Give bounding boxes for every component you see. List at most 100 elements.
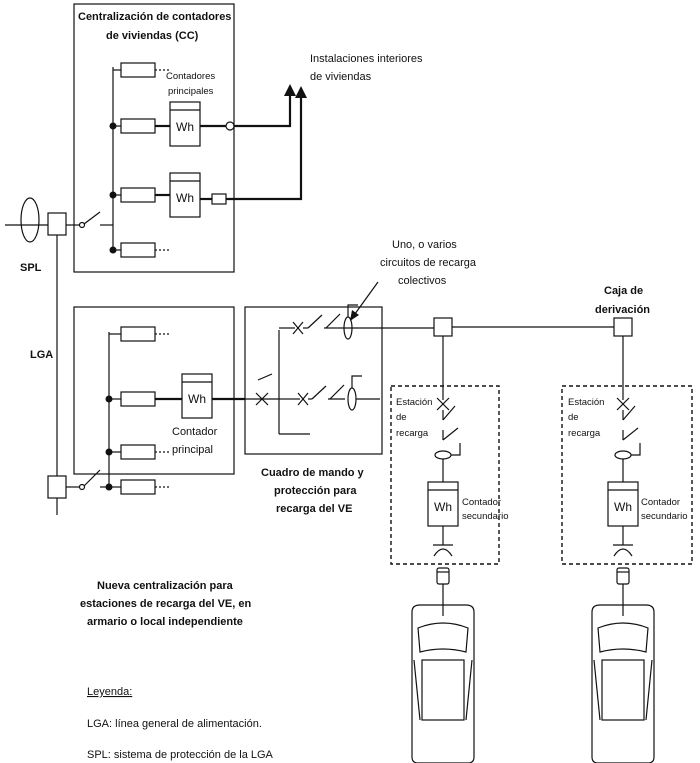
ve-centralization-enclosure — [73, 306, 235, 475]
panel-c1-switch — [307, 314, 323, 329]
panel-c1-rcd — [325, 313, 341, 329]
station2-ct — [614, 450, 632, 460]
station1-ct — [434, 450, 452, 460]
uno-label-line2: circuitos de recarga — [380, 257, 477, 269]
station2-sec-line1: Contador — [641, 497, 680, 508]
panel-c2-rcd — [329, 384, 345, 400]
cc-switch-blade — [83, 211, 101, 225]
cc-meter-1-wh: Wh — [176, 120, 194, 134]
instalaciones-label-line2: de viviendas — [310, 71, 372, 83]
cc-title-line2: de viviendas (CC) — [106, 30, 199, 42]
panel-c2-main-switch — [257, 373, 273, 381]
panel-c2-trip — [351, 375, 362, 388]
station1-sec-line2: secundario — [462, 511, 508, 522]
station2-rcd — [622, 427, 639, 441]
ve-cutout-box — [47, 475, 67, 499]
station1-label-line1: Estación — [396, 397, 432, 408]
ve-main-meter — [181, 373, 213, 419]
station2-sec-line2: secundario — [641, 511, 687, 522]
station1-plug — [436, 567, 450, 585]
cuadro-caption-line3: recarga del VE — [276, 503, 352, 515]
station2-label-line1: Estación — [568, 397, 604, 408]
cc-enclosure — [73, 3, 235, 273]
station2-plug — [616, 567, 630, 585]
ve-fuse-1 — [120, 326, 156, 342]
spl-label: SPL — [20, 262, 42, 274]
nueva-caption-line1: Nueva centralización para — [97, 580, 234, 592]
nueva-caption-line3: armario o local independiente — [87, 616, 243, 628]
panel-c2-switch — [311, 385, 327, 400]
panel-c2-ct — [347, 387, 357, 411]
contadores-label-line2: principales — [168, 86, 214, 97]
cuadro-caption-line2: protección para — [274, 485, 357, 497]
cc-meter-1 — [169, 101, 201, 147]
cc-fuse-4 — [120, 242, 156, 258]
station2-meter — [607, 481, 639, 527]
station1-meter-wh: Wh — [434, 500, 452, 514]
caja-label-line2: derivación — [595, 304, 650, 316]
station2-socket — [613, 548, 633, 557]
legend-item-spl: SPL: sistema de protección de la LGA — [87, 749, 274, 761]
cc-cutout-box — [47, 212, 67, 236]
contador-principal-line1: Contador — [172, 426, 218, 438]
cc-feeder-1-arrow — [284, 84, 296, 96]
station2-meter-wh: Wh — [614, 500, 632, 514]
uno-callout-head — [350, 310, 359, 321]
legend-item-lga: LGA: línea general de alimentación. — [87, 718, 262, 730]
station2-label-line2: de — [568, 412, 579, 423]
station1-socket — [433, 548, 453, 557]
junction-box-1 — [433, 317, 453, 337]
cc-fuse-3 — [120, 187, 156, 203]
station2-x2 — [616, 397, 630, 411]
station1-label-line3: recarga — [396, 428, 429, 439]
ve-switch-pivot — [78, 483, 86, 491]
ve-fuse-2 — [120, 391, 156, 407]
cc-feeder-2 — [226, 96, 303, 201]
contador-principal-line2: principal — [172, 444, 213, 456]
station1-sec-line1: Contador — [462, 497, 501, 508]
instalaciones-label-line1: Instalaciones interiores — [310, 53, 423, 65]
uno-label-line1: Uno, o varios — [392, 239, 457, 251]
ve-fuse-3 — [120, 444, 156, 460]
cc-fuse-1 — [120, 62, 156, 78]
uno-label-line3: colectivos — [398, 275, 447, 287]
uno-callout-arrow — [351, 281, 379, 319]
control-panel-enclosure — [244, 306, 383, 455]
cc-title-line1: Centralización de contadores — [78, 11, 231, 23]
cuadro-caption-line1: Cuadro de mando y — [261, 467, 365, 479]
cc-fuse-2 — [120, 118, 156, 134]
station2-enclosure — [561, 385, 693, 565]
panel-c2-x2 — [297, 392, 309, 406]
station1-label-line2: de — [396, 412, 407, 423]
cc-meter-2-wh: Wh — [176, 191, 194, 205]
ve-switch-blade — [83, 469, 101, 487]
contadores-label-line1: Contadores — [166, 71, 215, 82]
station1-rcd — [442, 427, 459, 441]
panel-c1-x2 — [292, 321, 304, 335]
ve-fuse-4 — [120, 479, 156, 495]
cc-meter-2 — [169, 172, 201, 218]
lga-label: LGA — [30, 349, 53, 361]
nueva-caption-line2: estaciones de recarga del VE, en — [80, 598, 251, 610]
station1-meter — [427, 481, 459, 527]
station2-label-line3: recarga — [568, 428, 601, 439]
caja-label-line1: Caja de — [604, 285, 643, 297]
ve-main-meter-wh: Wh — [188, 392, 206, 406]
car-1-icon — [411, 604, 475, 763]
spl-device — [20, 197, 40, 243]
station2-trip — [631, 443, 641, 456]
station1-trip — [451, 443, 461, 456]
legend-title: Leyenda: — [87, 686, 132, 698]
cc-meter-1-terminal — [225, 121, 235, 131]
station1-enclosure — [390, 385, 500, 565]
cc-switch-pivot — [78, 221, 86, 229]
cc-feeder-1 — [234, 94, 292, 128]
station2-switch — [622, 405, 636, 421]
cc-meter-2-terminal — [211, 193, 227, 205]
junction-box-2 — [613, 317, 633, 337]
car-2-icon — [591, 604, 655, 763]
station1-switch — [442, 405, 456, 421]
panel-c1-trip — [347, 304, 358, 317]
station1-x2 — [436, 397, 450, 411]
cc-feeder-2-arrow — [295, 86, 307, 98]
